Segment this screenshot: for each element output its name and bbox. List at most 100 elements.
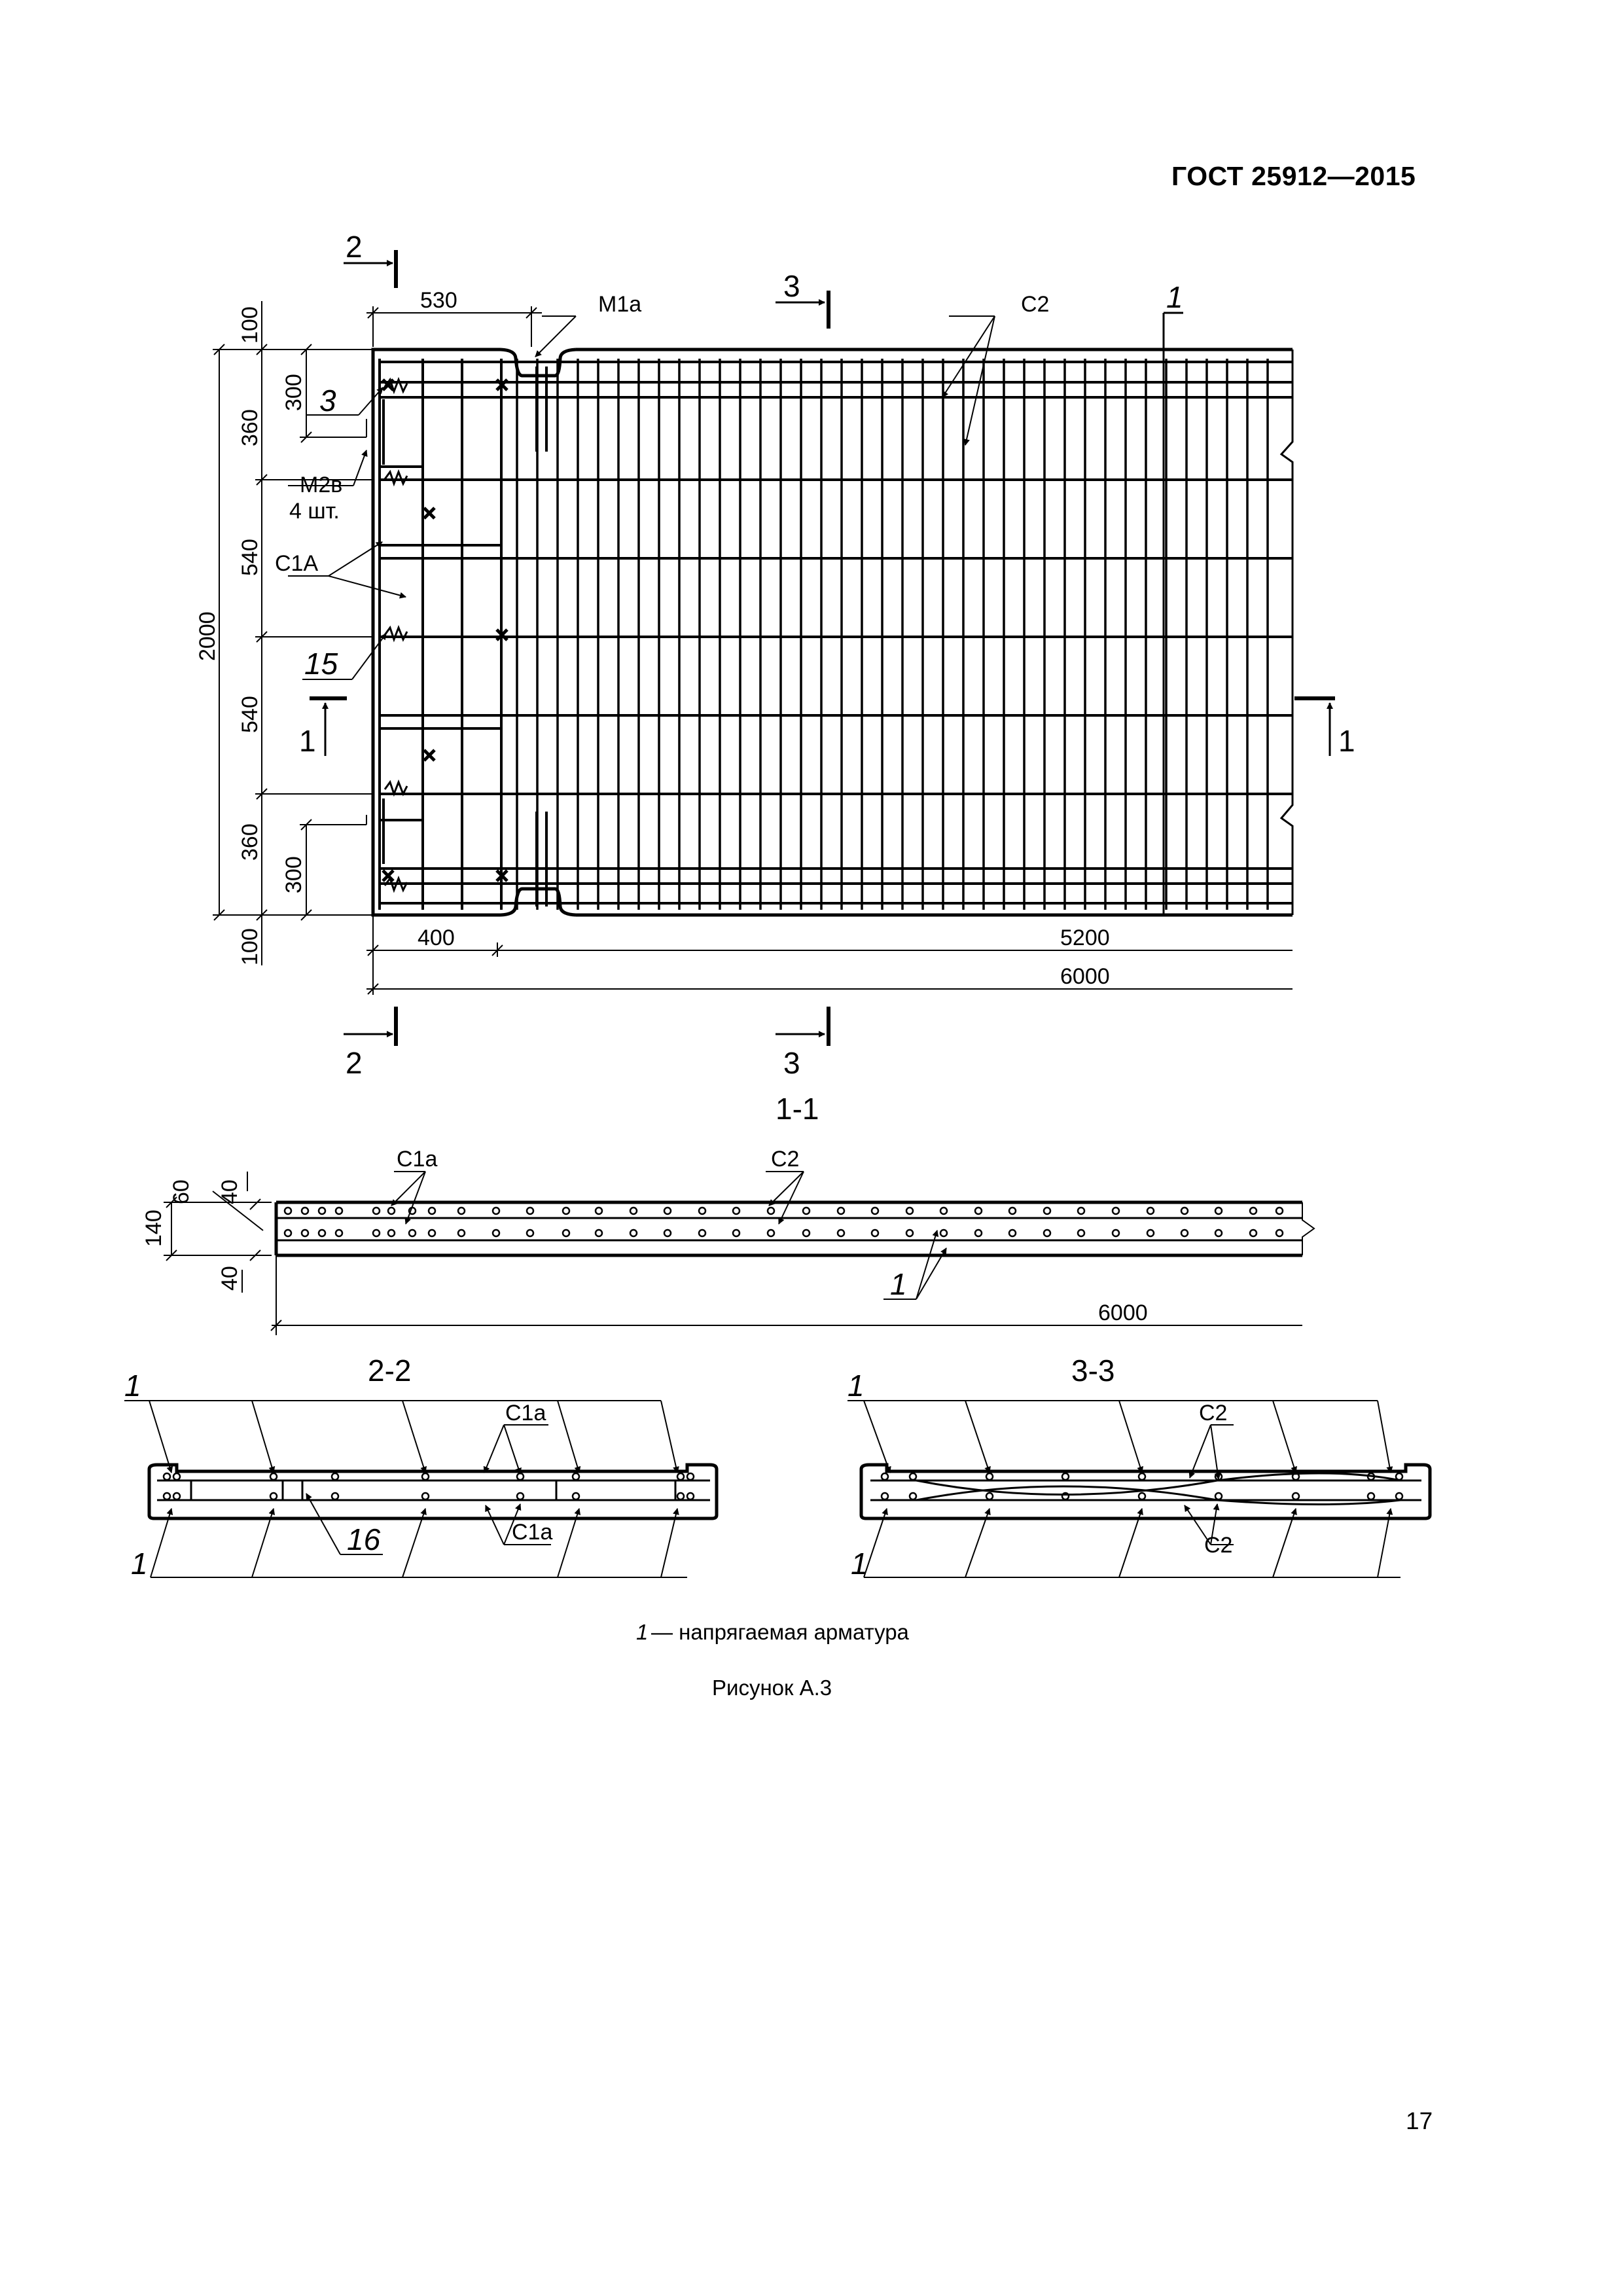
bar-section-bottom bbox=[526, 1229, 535, 1238]
section-mark-2-top: 2 bbox=[346, 230, 363, 264]
bar-section-bottom bbox=[283, 1229, 293, 1238]
section-2-2 bbox=[124, 1400, 719, 1578]
bar-section-dot bbox=[1366, 1492, 1376, 1501]
bar-section-bottom bbox=[1249, 1229, 1258, 1238]
label-c1a-2-2-top: С1а bbox=[505, 1401, 546, 1426]
figure-caption: Рисунок А.3 bbox=[712, 1676, 832, 1700]
bar-section-top bbox=[562, 1206, 571, 1215]
bar-section-dot bbox=[516, 1472, 525, 1481]
bar-section-bottom bbox=[372, 1229, 381, 1238]
bar-section-top bbox=[870, 1206, 880, 1215]
bar-section-dot bbox=[571, 1472, 580, 1481]
transverse-bars bbox=[516, 359, 1269, 910]
section-mark-1-left: 1 bbox=[299, 724, 316, 758]
bar-section-dot bbox=[908, 1472, 918, 1481]
bar-section-bottom bbox=[663, 1229, 672, 1238]
bar-section-top bbox=[905, 1206, 914, 1215]
plan-view bbox=[213, 250, 1335, 1046]
bar-section-dot bbox=[686, 1472, 695, 1481]
section-mark-3-top: 3 bbox=[783, 269, 800, 303]
dim-540-bottom: 540 bbox=[238, 696, 262, 733]
label-pos-1-2-2-bottom: 1 bbox=[131, 1547, 148, 1581]
dim-2000: 2000 bbox=[195, 611, 220, 661]
label-c1a-plan: С1А bbox=[275, 551, 318, 576]
bar-section-dot bbox=[1366, 1472, 1376, 1481]
anchor-marks bbox=[382, 378, 508, 882]
dim-530: 530 bbox=[420, 288, 457, 313]
section-3-3 bbox=[847, 1400, 1432, 1578]
bar-section-bottom bbox=[698, 1229, 707, 1238]
bar-section-top bbox=[1180, 1206, 1189, 1215]
bar-section-dot bbox=[1395, 1492, 1404, 1501]
bar-section-dot bbox=[269, 1492, 278, 1501]
plan-text: 2 2 3 3 1 1 530 400 5200 6000 100 360 54… bbox=[195, 230, 1355, 1080]
dim-6000: 6000 bbox=[1060, 964, 1110, 989]
section-1-1-title: 1-1 bbox=[776, 1092, 819, 1126]
label-m1a: М1а bbox=[598, 292, 641, 317]
bar-section-bottom bbox=[427, 1229, 437, 1238]
label-c1a-2-2-bottom: С1а bbox=[512, 1520, 552, 1545]
bar-section-top bbox=[629, 1206, 638, 1215]
page-number: 17 bbox=[1406, 2108, 1433, 2134]
bar-section-top bbox=[732, 1206, 741, 1215]
bar-section-top bbox=[974, 1206, 983, 1215]
bar-section-dot bbox=[686, 1492, 695, 1501]
bar-section-dot bbox=[421, 1492, 430, 1501]
bar-section-dot bbox=[421, 1472, 430, 1481]
bar-section-dot bbox=[1137, 1492, 1147, 1501]
bar-section-bottom bbox=[317, 1229, 327, 1238]
bar-section-dot bbox=[269, 1472, 278, 1481]
section-cut-marks bbox=[310, 250, 1335, 1046]
bar-section-top bbox=[491, 1206, 501, 1215]
bar-section-top bbox=[1111, 1206, 1120, 1215]
bar-section-top bbox=[1214, 1206, 1223, 1215]
bar-section-top bbox=[663, 1206, 672, 1215]
dim-40-bottom: 40 bbox=[217, 1266, 242, 1291]
bar-section-top bbox=[457, 1206, 466, 1215]
bar-section-bottom bbox=[387, 1229, 396, 1238]
dim-360-top: 360 bbox=[238, 409, 262, 446]
bar-section-top bbox=[1275, 1206, 1284, 1215]
label-c2-3-3-top: С2 bbox=[1199, 1401, 1227, 1426]
plan-dim-bottom bbox=[366, 915, 1293, 995]
bar-section-bottom bbox=[1111, 1229, 1120, 1238]
section-mark-2-bottom: 2 bbox=[346, 1046, 363, 1080]
bar-section-bottom bbox=[905, 1229, 914, 1238]
bar-section-bottom bbox=[457, 1229, 466, 1238]
label-pos-1-1-1: 1 bbox=[890, 1267, 907, 1301]
bar-section-dot bbox=[1137, 1472, 1147, 1481]
label-c1a-1-1: С1а bbox=[397, 1147, 437, 1172]
bar-section-dot bbox=[676, 1492, 685, 1501]
bar-section-top bbox=[317, 1206, 327, 1215]
bar-section-dot bbox=[880, 1472, 889, 1481]
bar-section-bottom bbox=[491, 1229, 501, 1238]
bar-section-top bbox=[802, 1206, 811, 1215]
bar-section-top bbox=[766, 1206, 776, 1215]
bar-section-bottom bbox=[300, 1229, 310, 1238]
bar-section-bottom bbox=[1214, 1229, 1223, 1238]
label-pos-16: 16 bbox=[347, 1522, 381, 1556]
dim-60: 60 bbox=[169, 1179, 194, 1204]
bar-section-top bbox=[698, 1206, 707, 1215]
section-1-1-bars bbox=[283, 1206, 1284, 1238]
dim-300-top: 300 bbox=[281, 374, 306, 411]
longitudinal-bars bbox=[380, 361, 1293, 905]
bar-section-dot bbox=[1291, 1472, 1300, 1481]
bar-section-bottom bbox=[408, 1229, 417, 1238]
section-2-2-bars bbox=[162, 1472, 695, 1501]
bar-section-top bbox=[334, 1206, 344, 1215]
bar-section-top bbox=[1008, 1206, 1017, 1215]
bar-section-top bbox=[594, 1206, 603, 1215]
bar-section-dot bbox=[1395, 1472, 1404, 1481]
bar-section-bottom bbox=[1008, 1229, 1017, 1238]
bar-section-dot bbox=[985, 1492, 994, 1501]
label-pos-1-plan: 1 bbox=[1166, 280, 1183, 314]
section-mark-1-right: 1 bbox=[1338, 724, 1355, 758]
dim-100-bottom: 100 bbox=[238, 928, 262, 965]
bar-section-bottom bbox=[836, 1229, 846, 1238]
bar-section-top bbox=[1043, 1206, 1052, 1215]
weld-symbols bbox=[383, 376, 408, 893]
document-header: ГОСТ 25912—2015 bbox=[1171, 161, 1416, 191]
